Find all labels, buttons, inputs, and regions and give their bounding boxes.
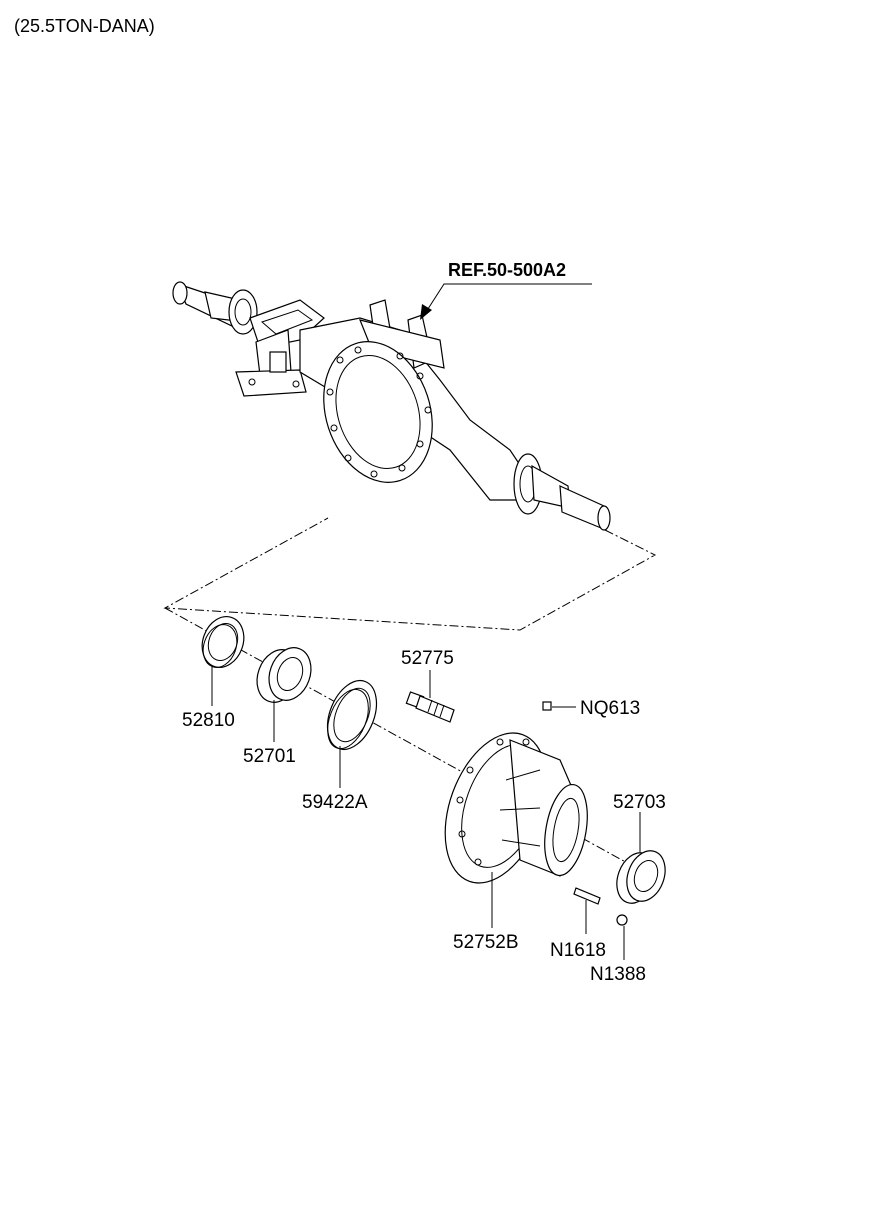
differential-bowl bbox=[323, 341, 433, 483]
assembly-guide-lines bbox=[163, 517, 657, 871]
label-NQ613: NQ613 bbox=[580, 698, 640, 719]
label-52703: 52703 bbox=[613, 792, 666, 813]
stud-52775 bbox=[405, 691, 455, 723]
seal-52810 bbox=[201, 616, 245, 668]
label-N1388: N1388 bbox=[590, 964, 646, 985]
washer-N1388 bbox=[616, 914, 628, 926]
part-labels: 52810 52701 59422A 52775 NQ613 52703 527… bbox=[182, 648, 666, 985]
pin-N1618 bbox=[573, 887, 601, 905]
label-52810: 52810 bbox=[182, 710, 235, 731]
hub-52752B bbox=[444, 732, 588, 884]
leader-lines bbox=[211, 666, 641, 960]
bearing-52703 bbox=[616, 850, 666, 904]
reference-callout: REF.50-500A2 bbox=[420, 260, 592, 320]
axle-housing bbox=[172, 281, 611, 531]
label-52752B: 52752B bbox=[453, 932, 519, 953]
bearing-52701 bbox=[256, 647, 312, 703]
label-N1618: N1618 bbox=[550, 940, 606, 961]
reference-label: REF.50-500A2 bbox=[448, 260, 566, 280]
nut-NQ613 bbox=[542, 701, 552, 711]
left-bracket bbox=[235, 299, 325, 397]
left-spindle bbox=[172, 281, 258, 335]
right-spindle bbox=[513, 453, 611, 531]
label-52775: 52775 bbox=[401, 648, 454, 669]
diagram-title: (25.5TON-DANA) bbox=[14, 16, 155, 36]
seal-59422A bbox=[326, 680, 378, 750]
label-52701: 52701 bbox=[243, 746, 296, 767]
label-59422A: 59422A bbox=[302, 792, 368, 813]
